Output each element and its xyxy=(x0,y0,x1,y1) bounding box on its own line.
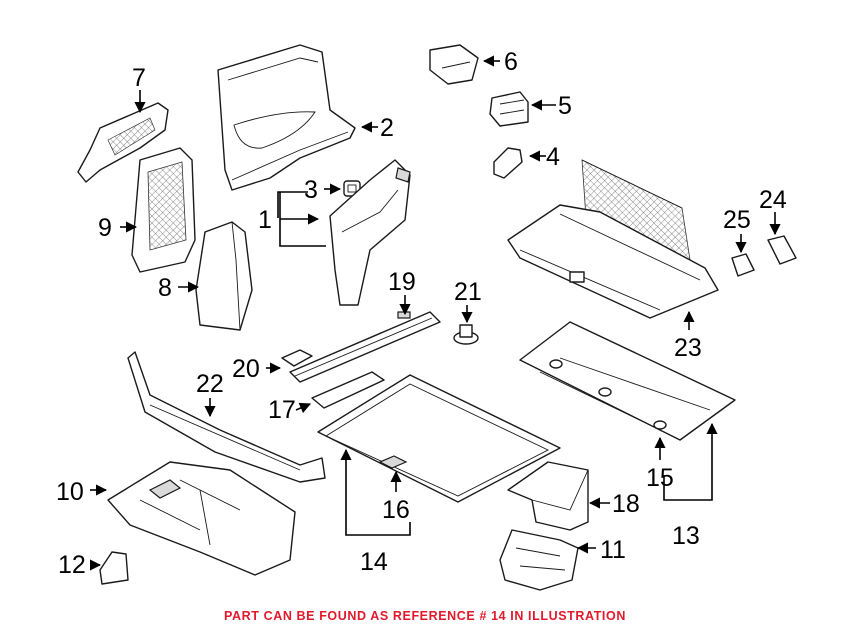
part-17-trim-strip xyxy=(311,371,385,409)
callout-10: 10 xyxy=(56,478,84,506)
part-10-storage-tray xyxy=(107,461,296,576)
callout-15: 15 xyxy=(646,464,674,492)
callout-9: 9 xyxy=(98,214,112,242)
part-14-floor-panel xyxy=(317,374,561,503)
callout-21: 21 xyxy=(454,278,482,306)
part-1-quarter-trim xyxy=(329,159,411,306)
callout-16: 16 xyxy=(382,496,410,524)
callout-12: 12 xyxy=(58,551,86,579)
part-5-holder xyxy=(489,91,529,127)
callout-1: 1 xyxy=(258,206,272,234)
part-22-sill-plate xyxy=(127,351,326,483)
callout-24: 24 xyxy=(759,186,787,214)
part-4-hook xyxy=(493,147,523,179)
callout-14: 14 xyxy=(360,548,388,576)
callout-23: 23 xyxy=(674,334,702,362)
part-24-clip xyxy=(767,235,797,265)
leader-lines xyxy=(89,55,781,571)
part-11-holder xyxy=(499,529,579,591)
callout-3: 3 xyxy=(304,176,318,204)
part-9-trim-frame xyxy=(131,147,196,273)
callout-18: 18 xyxy=(612,490,640,518)
reference-note: PART CAN BE FOUND AS REFERENCE # 14 IN I… xyxy=(224,609,626,623)
part-8-lower-trim xyxy=(195,221,253,331)
callout-7: 7 xyxy=(132,64,146,92)
part-19-sill-strip xyxy=(289,311,441,383)
part-7-bracket xyxy=(77,102,169,183)
callout-20: 20 xyxy=(232,355,260,383)
callout-19: 19 xyxy=(388,268,416,296)
part-18-box xyxy=(507,461,589,531)
callout-25: 25 xyxy=(723,206,751,234)
callout-11: 11 xyxy=(600,536,626,564)
part-6-bracket xyxy=(429,44,479,85)
part-20-cover xyxy=(281,349,313,367)
callout-numbers: 7 2 3 1 6 5 4 9 8 19 21 20 22 17 23 25 2… xyxy=(56,48,787,579)
callout-4: 4 xyxy=(546,143,560,171)
part-2-side-trim-panel xyxy=(217,44,356,191)
callout-2: 2 xyxy=(380,114,394,142)
callout-6: 6 xyxy=(504,48,518,76)
part-21-grommet xyxy=(453,324,479,345)
callout-17: 17 xyxy=(268,396,296,424)
part-12-clip xyxy=(99,551,129,585)
part-13-floor-support xyxy=(519,321,736,441)
callout-5: 5 xyxy=(558,92,572,120)
callout-13: 13 xyxy=(672,522,700,550)
callout-8: 8 xyxy=(158,274,172,302)
callout-22: 22 xyxy=(196,370,224,398)
part-23-cargo-cover xyxy=(507,159,719,319)
part-25-clip xyxy=(731,253,755,277)
